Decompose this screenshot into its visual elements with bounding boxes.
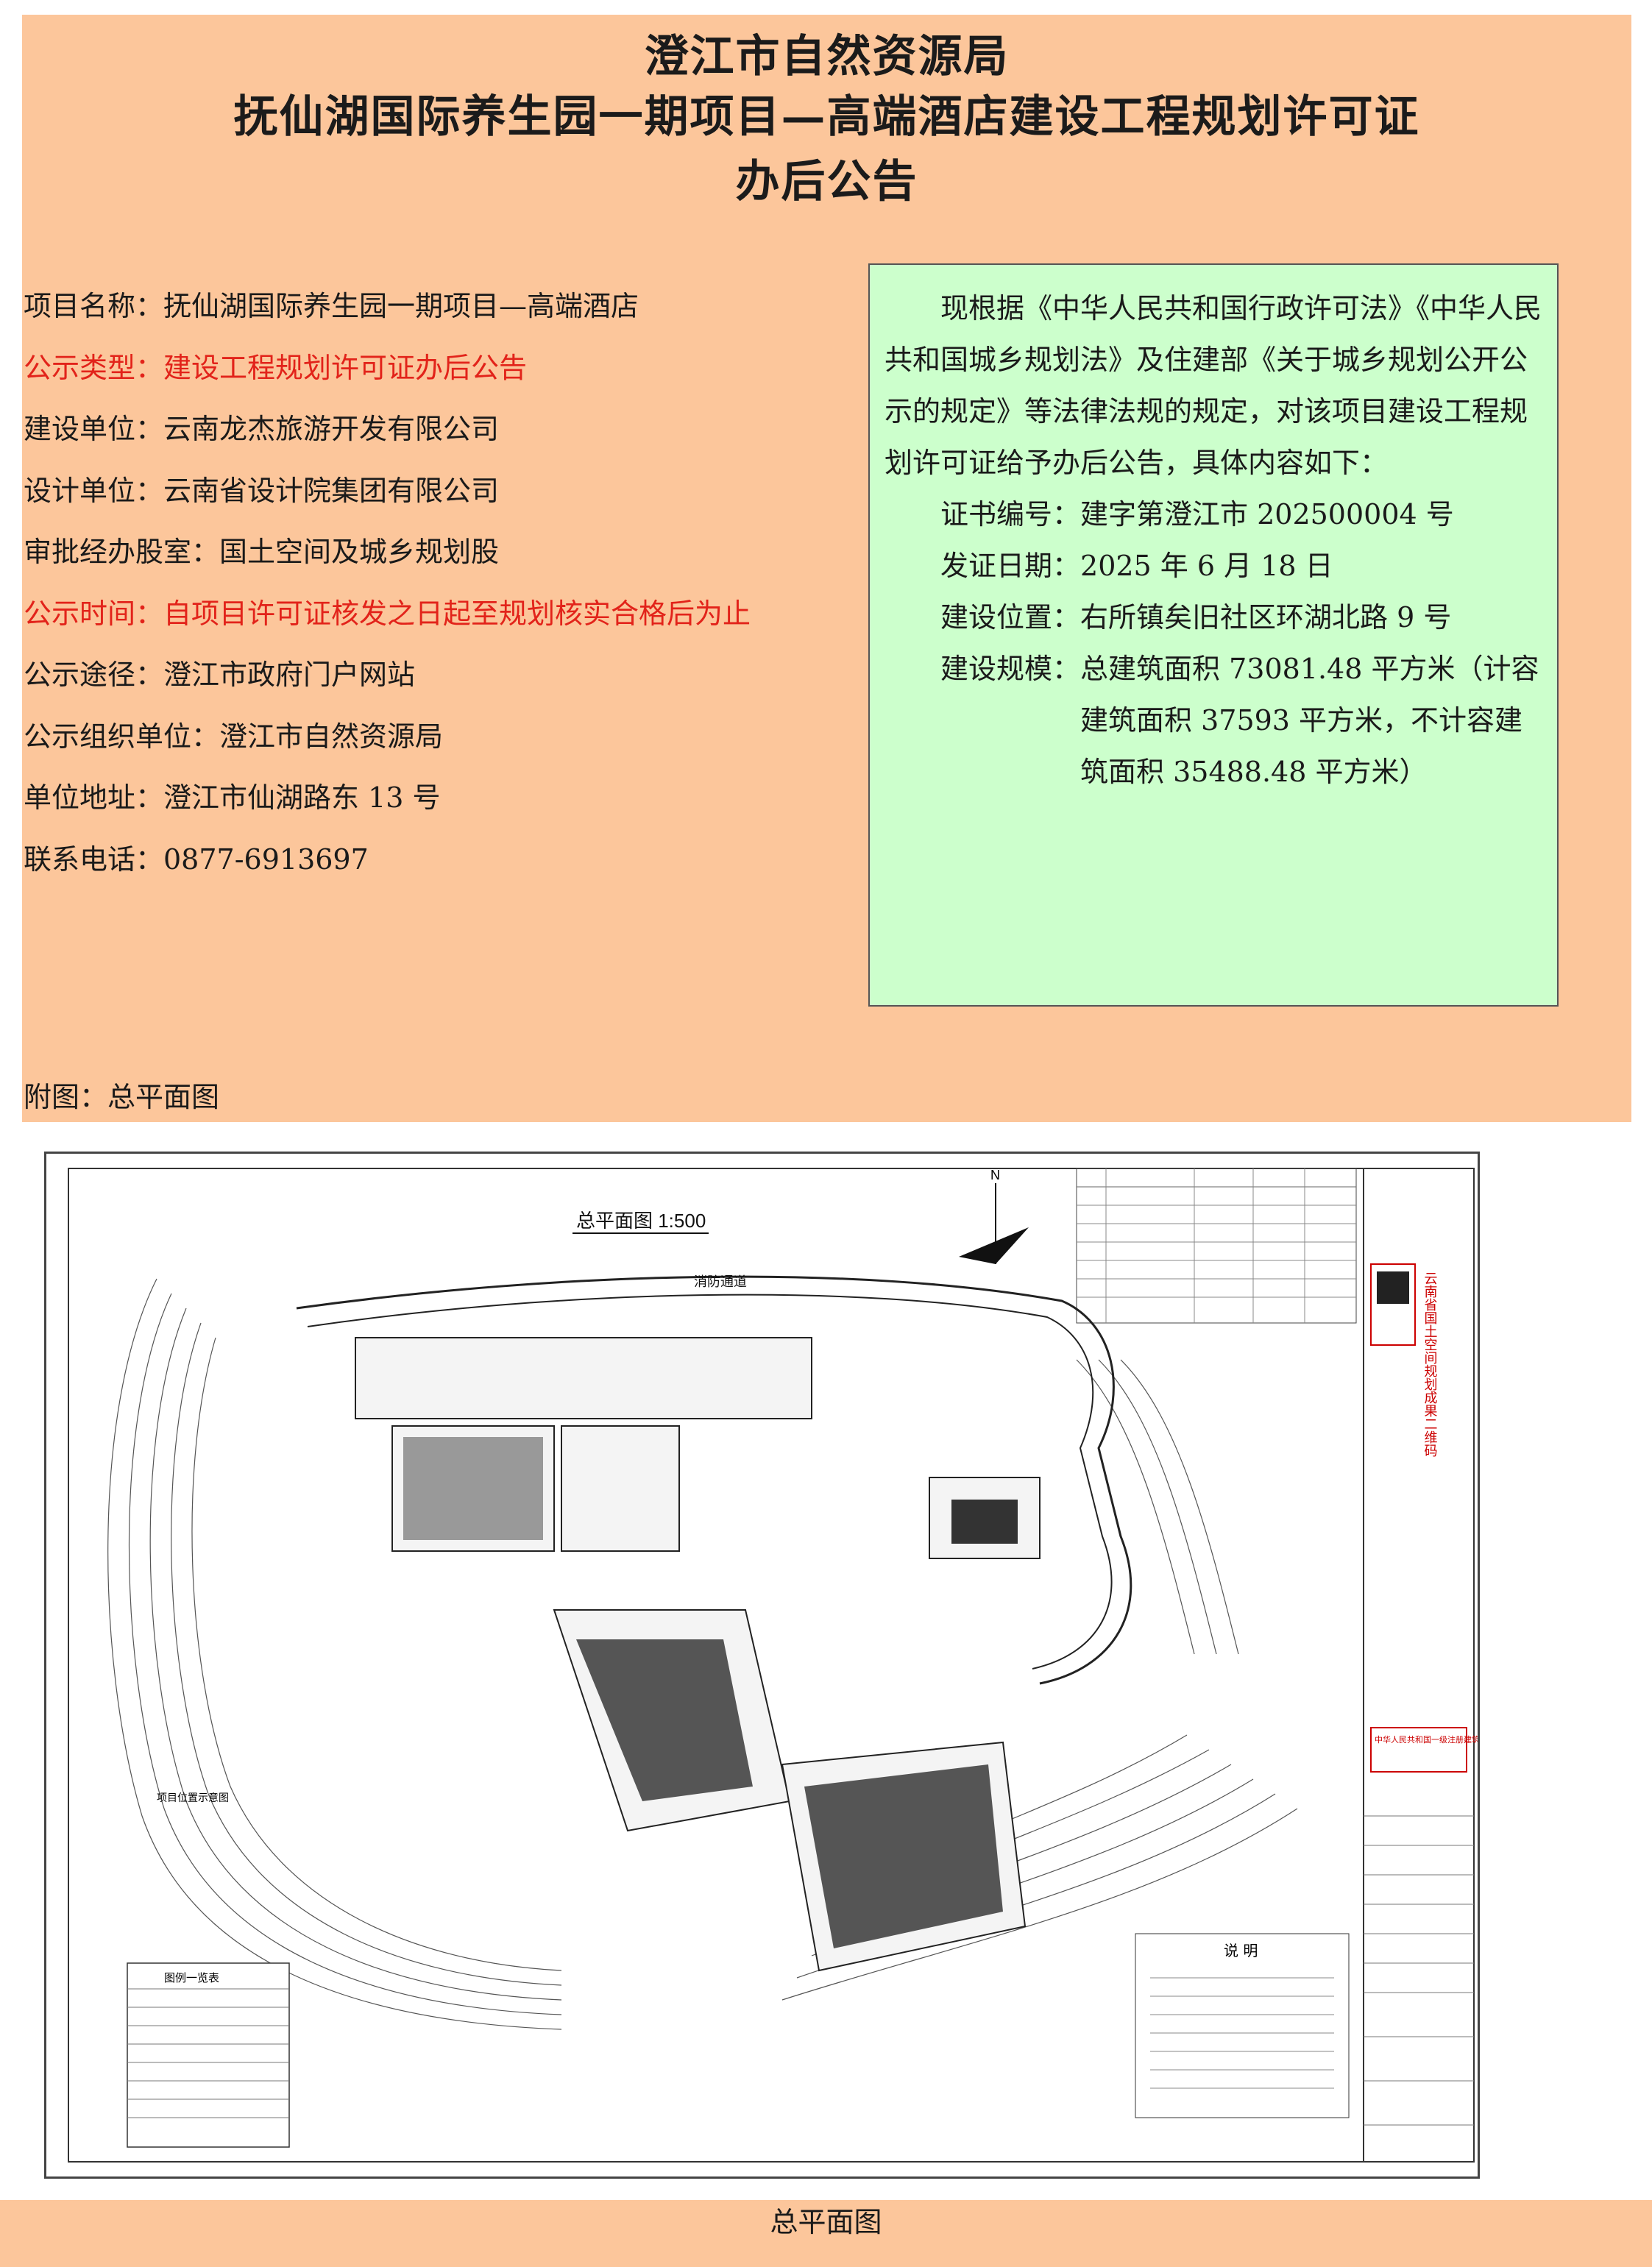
issue-date-label: 发证日期： — [940, 550, 1081, 582]
notice-header-panel: 澄江市自然资源局 抚仙湖国际养生园一期项目—高端酒店建设工程规划许可证 办后公告… — [22, 15, 1631, 1122]
scale-label: 建设规模： — [940, 653, 1081, 685]
phone-field: 联系电话：0877-6913697 — [24, 842, 369, 876]
plan-title: 总平面图 1:500 — [576, 1210, 706, 1232]
access-road — [296, 1275, 1132, 1685]
title-block-grid — [1364, 1815, 1474, 2126]
road-label: 消防通道 — [694, 1274, 747, 1290]
issue-date-row: 发证日期： 2025 年 6 月 18 日 — [940, 540, 1542, 592]
qr-code-icon — [1377, 1271, 1409, 1304]
legend-box — [127, 1962, 290, 2148]
access-road-inner — [307, 1294, 1113, 1670]
project-info-list: 项目名称：抚仙湖国际养生园一期项目—高端酒店 公示类型：建设工程规划许可证办后公… — [24, 276, 870, 890]
project-title: 抚仙湖国际养生园一期项目—高端酒店建设工程规划许可证 — [233, 91, 1420, 143]
cert-number-row: 证书编号： 建字第澄江市 202500004 号 — [940, 489, 1542, 540]
builder-field: 建设单位：云南龙杰旅游开发有限公司 — [24, 413, 500, 445]
address-field: 单位地址：澄江市仙湖路东 13 号 — [24, 781, 441, 814]
contour-lines — [107, 1278, 1298, 2030]
title-block — [1363, 1168, 1475, 2163]
channel-field: 公示途径：澄江市政府门户网站 — [24, 659, 416, 691]
designer-field: 设计单位：云南省设计院集团有限公司 — [24, 474, 500, 507]
authority-title: 澄江市自然资源局 — [644, 31, 1010, 82]
location-row: 建设位置： 右所镇矣旧社区环湖北路 9 号 — [940, 592, 1542, 643]
cert-number-label: 证书编号： — [940, 498, 1081, 531]
notice-intro: 现根据《中华人民共和国行政许可法》《中华人民共和国城乡规划法》及住建部《关于城乡… — [885, 292, 1542, 479]
organizer-field: 公示组织单位：澄江市自然资源局 — [24, 720, 444, 753]
side-title: 云南省国土空间规划成果二维码 — [1422, 1271, 1438, 1457]
location-value: 右所镇矣旧社区环湖北路 9 号 — [1080, 601, 1452, 634]
legend-title: 图例一览表 — [164, 1971, 219, 1984]
north-label: N — [990, 1168, 1000, 1182]
project-name-field: 项目名称：抚仙湖国际养生园一期项目—高端酒店 — [24, 290, 639, 322]
location-label: 建设位置： — [940, 601, 1081, 634]
notice-kind-title: 办后公告 — [735, 156, 918, 207]
notice-type-field: 公示类型：建设工程规划许可证办后公告 — [24, 351, 528, 384]
plan-caption: 总平面图 — [0, 2200, 1652, 2267]
architect-seal — [1370, 1727, 1467, 1773]
approval-office-field: 审批经办股室：国土空间及城乡规划股 — [24, 536, 500, 568]
scale-value: 总建筑面积 73081.48 平方米（计容建筑面积 37593 平方米，不计容建… — [1080, 653, 1539, 788]
roof-hatching — [403, 1437, 1018, 1948]
north-arrow-icon: N — [959, 1168, 1029, 1264]
indicator-table — [1076, 1168, 1357, 1324]
attachment-label: 附图：总平面图 — [24, 1081, 220, 1113]
notes-lines — [1150, 1977, 1334, 2089]
issue-date-value: 2025 年 6 月 18 日 — [1080, 550, 1333, 582]
notice-box: 现根据《中华人民共和国行政许可法》《中华人民共和国城乡规划法》及住建部《关于城乡… — [868, 263, 1559, 1007]
cert-number-value: 建字第澄江市 202500004 号 — [1080, 498, 1454, 531]
notes-title: 说 明 — [1224, 1942, 1258, 1959]
scale-row: 建设规模： 总建筑面积 73081.48 平方米（计容建筑面积 37593 平方… — [940, 643, 1542, 798]
site-plan-svg: 云南省国土空间规划成果二维码 中华人民共和国一级注册建筑师 总平面图 1:500… — [68, 1168, 1478, 2163]
site-plan-drawing: 云南省国土空间规划成果二维码 中华人民共和国一级注册建筑师 总平面图 1:500… — [44, 1152, 1480, 2179]
notice-period-field: 公示时间：自项目许可证核发之日起至规划核实合格后为止 — [24, 597, 751, 630]
legend-rows — [127, 1988, 289, 2118]
architect-seal-text: 中华人民共和国一级注册建筑师 — [1375, 1734, 1478, 1745]
location-map-label: 项目位置示意图 — [157, 1792, 229, 1804]
notes-box — [1135, 1933, 1350, 2118]
